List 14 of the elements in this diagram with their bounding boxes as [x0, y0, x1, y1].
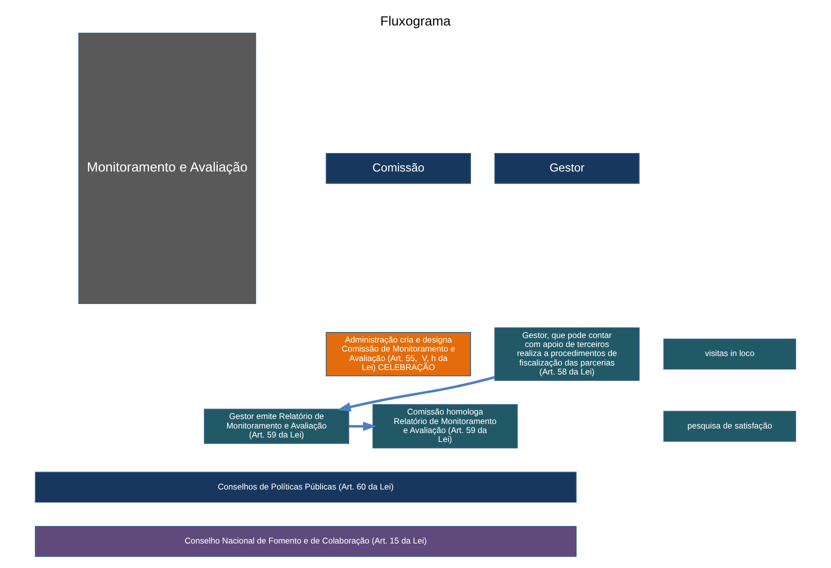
- diagram-title: Fluxograma: [380, 14, 451, 29]
- arrow: [337, 376, 496, 412]
- node-box: pesquisa de satisfação: [663, 410, 796, 442]
- node-box: Comissão: [326, 152, 471, 184]
- node-box: Monitoramento e Avaliação: [78, 32, 256, 304]
- node-box: Gestor emite Relatório de Monitoramento e Avaliação (Art. 59 da Lei): [204, 408, 350, 444]
- node-box: visitas in loco: [663, 338, 796, 370]
- node-box: Gestor: [494, 152, 640, 184]
- arrow: [348, 422, 376, 431]
- node-box: Gestor, que pode contar com apoio de terceiros realiza a procedimentos de fiscalização das parcerias (Art. 58 da Lei): [494, 327, 640, 381]
- node-box: Comissão homologa Relatório de Monitoramento e Avaliação (Art. 59 da Lei): [372, 404, 518, 448]
- node-box: Conselhos de Políticas Públicas (Art. 60 da Lei): [34, 472, 577, 503]
- node-box: Administração cria e designa Comissão de Monitoramento e Avaliação (Art. 55, V, h da Lei) CELEBRAÇÃO: [326, 332, 471, 376]
- node-box: Conselho Nacional de Fomento e de Colaboração (Art. 15 da Lei): [34, 526, 577, 557]
